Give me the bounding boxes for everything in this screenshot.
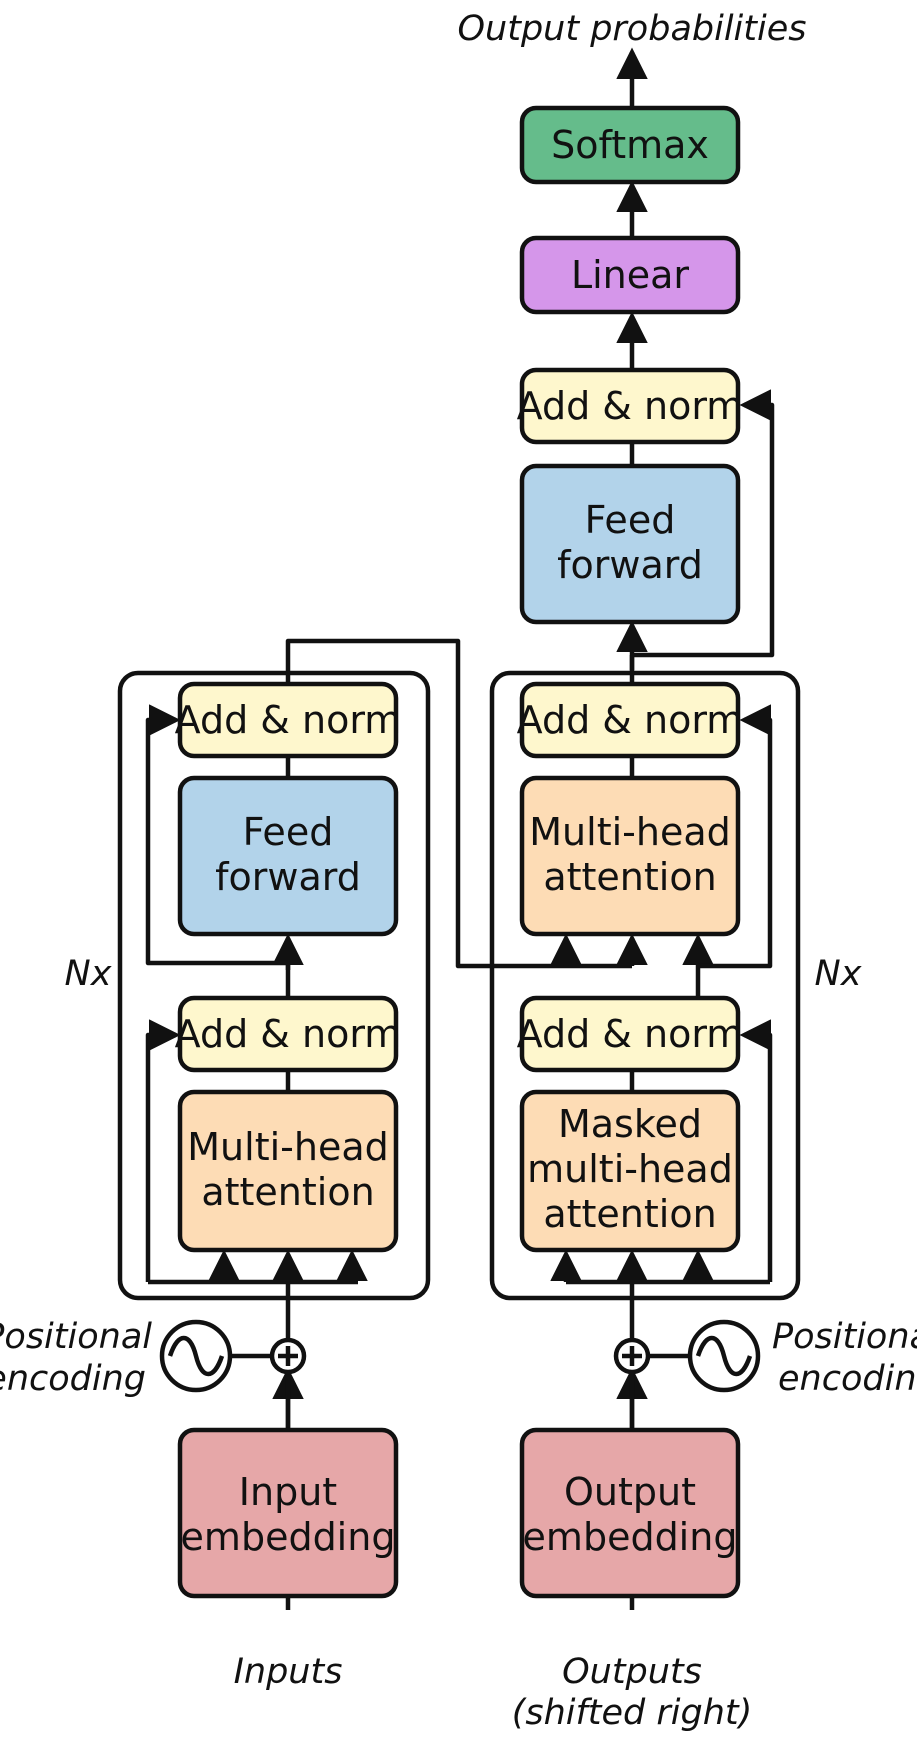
input-embedding-label-1: Input (239, 1470, 337, 1514)
decoder-multi-head-attention: Multi-head attention (519, 775, 741, 937)
connectors (145, 47, 775, 1610)
output-probabilities-label: Output probabilities (458, 9, 807, 49)
encoder-stack-frame (117, 670, 431, 1301)
decoder-ff-label-2: forward (557, 543, 703, 587)
cross-attention-label-1: Multi-head (529, 810, 730, 854)
decoder-positional-encoding-label-1: Positional (772, 1317, 917, 1357)
encoder-attention-label-1: Multi-head (187, 1125, 388, 1169)
cross-attention-label-2: attention (543, 855, 716, 899)
outputs-label: Outputs (562, 1652, 702, 1692)
input-embedding-label-2: embedding (181, 1515, 396, 1559)
encoder-positional-encoding-label-2: encoding (0, 1359, 146, 1399)
masked-attention-label-3: attention (543, 1192, 716, 1236)
decoder-sine-wave-icon (687, 1319, 761, 1393)
encoder-ff-label-2: forward (215, 855, 361, 899)
decoder-stack-frame (489, 670, 801, 1301)
encoder-input-embedding: Input embedding (177, 1427, 399, 1599)
decoder-sum-icon (613, 1337, 651, 1375)
encoder-sum-icon (269, 1337, 307, 1375)
encoder-ff-label-1: Feed (243, 810, 334, 854)
decoder-ff-label-1: Feed (585, 498, 676, 542)
masked-attention-label-1: Masked (558, 1102, 702, 1146)
decoder-add-norm-3: Add & norm (517, 367, 744, 445)
masked-attention-label-2: multi-head (527, 1147, 733, 1191)
decoder-add-norm-2-label: Add & norm (517, 698, 744, 742)
encoder-multi-head-attention: Multi-head attention (177, 1089, 399, 1253)
decoder-add-norm-1: Add & norm (517, 995, 744, 1073)
softmax-label: Softmax (551, 123, 709, 167)
decoder-add-norm-3-label: Add & norm (517, 384, 744, 428)
outputs-shifted-label: (shifted right) (512, 1693, 753, 1733)
encoder-add-norm-2: Add & norm (175, 681, 402, 759)
encoder-add-norm-2-label: Add & norm (175, 698, 402, 742)
decoder-output-embedding: Output embedding (519, 1427, 741, 1599)
decoder-add-norm-1-label: Add & norm (517, 1012, 744, 1056)
decoder-feed-forward: Feed forward (519, 463, 741, 625)
encoder-positional-encoding-label-1: Positional (0, 1317, 152, 1357)
decoder-add-norm-2: Add & norm (517, 681, 744, 759)
decoder-nx-label: Nx (815, 954, 862, 994)
encoder-feed-forward: Feed forward (177, 775, 399, 937)
encoder-sine-wave-icon (159, 1319, 233, 1393)
output-embedding-label-2: embedding (523, 1515, 738, 1559)
encoder-attention-label-2: attention (201, 1170, 374, 1214)
linear-label: Linear (571, 253, 689, 297)
linear-layer: Linear (519, 235, 741, 315)
encoder-add-norm-1-label: Add & norm (175, 1012, 402, 1056)
encoder-add-norm-1: Add & norm (175, 995, 402, 1073)
encoder-nx-label: Nx (65, 954, 112, 994)
decoder-positional-encoding-label-2: encoding (778, 1359, 917, 1399)
softmax-layer: Softmax (519, 105, 741, 185)
output-embedding-label-1: Output (564, 1470, 696, 1514)
inputs-label: Inputs (234, 1652, 343, 1692)
decoder-masked-multi-head-attention: Masked multi-head attention (519, 1089, 741, 1253)
